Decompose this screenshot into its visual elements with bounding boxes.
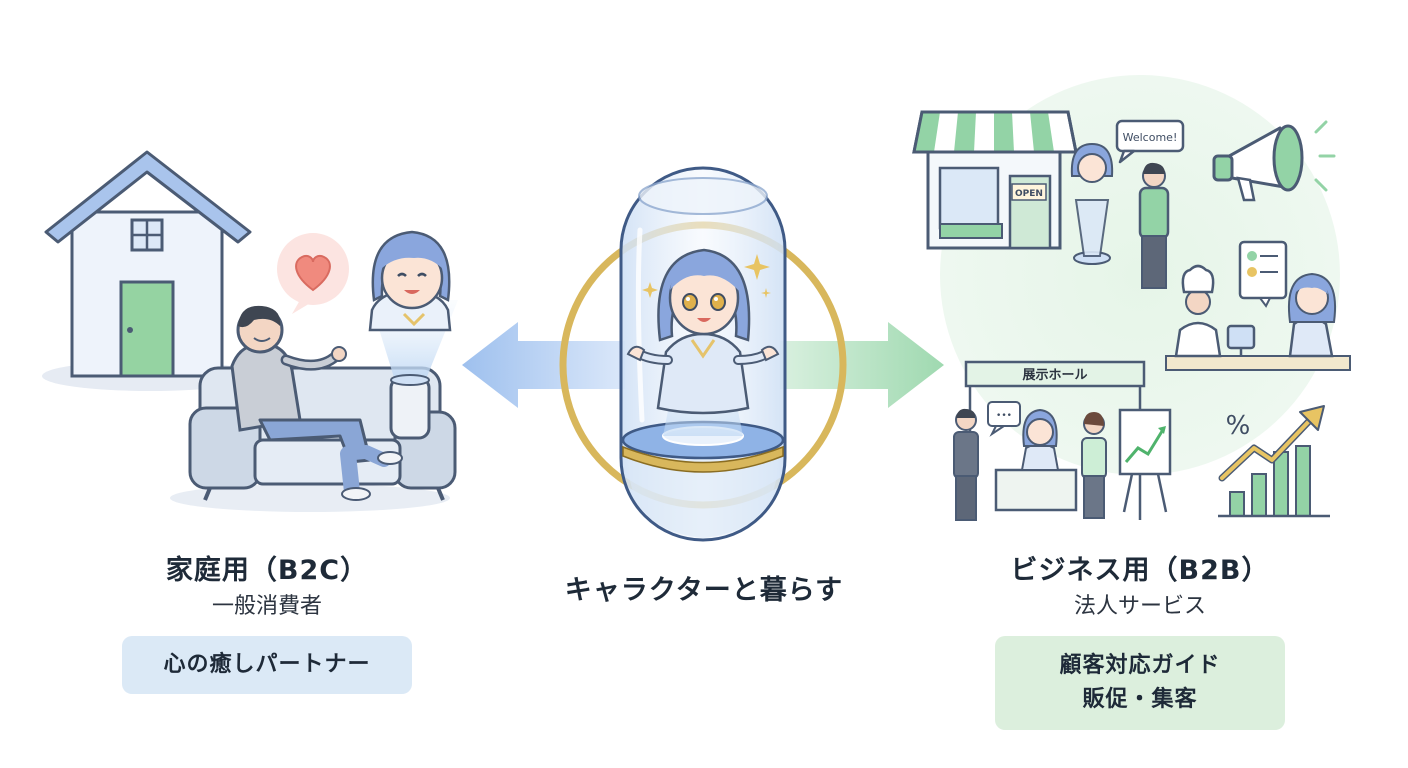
- menu-screen-icon: [1238, 240, 1288, 308]
- house-icon: [44, 150, 252, 378]
- customer-figure: [1138, 162, 1170, 289]
- shop-sign: OPEN: [1015, 189, 1043, 199]
- sparkle-icon: [744, 254, 770, 280]
- restaurant-counter: [1165, 240, 1351, 371]
- home-use-tag-text: 心の癒しパートナー: [163, 652, 371, 677]
- booth-character: [1020, 408, 1060, 471]
- heart-bubble: [277, 233, 349, 314]
- sparkle-icon: [642, 282, 658, 298]
- home-use-title: 家庭用（B2C）: [165, 555, 369, 586]
- percent-icon: %: [1226, 411, 1251, 441]
- sparkle-icon: [761, 288, 771, 298]
- business-use-tag: 顧客対応ガイド 販促・集客: [995, 636, 1285, 730]
- character-in-capsule: [626, 248, 780, 415]
- arrow-right: [780, 322, 944, 408]
- megaphone-icon: [1212, 120, 1336, 202]
- restaurant-character: [1288, 272, 1336, 358]
- storefront-icon: OPEN: [912, 110, 1078, 250]
- tablet-icon: [1226, 324, 1256, 356]
- center-caption: キャラクターと暮らす: [564, 575, 844, 606]
- visitor-figure: [953, 408, 979, 521]
- character-hologram-left: [368, 230, 452, 332]
- home-use-subtitle: 一般消費者: [211, 594, 322, 619]
- typing-bubble: •••: [987, 401, 1021, 437]
- welcome-bubble: Welcome!: [1115, 119, 1185, 164]
- arrow-left: [462, 322, 625, 408]
- home-scene: [42, 150, 458, 512]
- chef-figure: [1174, 264, 1222, 358]
- business-use-tag-line-1: 顧客対応ガイド: [1059, 653, 1221, 678]
- business-scene: OPEN Welcome!: [912, 75, 1351, 521]
- business-use-tag-line-2: 販促・集客: [1082, 687, 1198, 712]
- man-on-sofa-figure: [230, 305, 403, 501]
- business-use-title: ビジネス用（B2B）: [1010, 555, 1270, 586]
- showroom-booth: 展示ホール •••: [953, 360, 1172, 521]
- sofa-ground-shadow: [170, 484, 450, 512]
- easel-chart-icon: [1118, 408, 1172, 513]
- welcome-text: Welcome!: [1123, 131, 1178, 144]
- home-use-tag: 心の癒しパートナー: [122, 636, 412, 694]
- staff-figure: [1081, 412, 1107, 519]
- business-use-subtitle: 法人サービス: [1073, 594, 1206, 619]
- showroom-sign: 展示ホール: [1022, 368, 1087, 383]
- typing-dots: •••: [996, 411, 1012, 421]
- growth-chart-icon: %: [1218, 405, 1330, 518]
- shop-hologram-character: [1070, 142, 1114, 265]
